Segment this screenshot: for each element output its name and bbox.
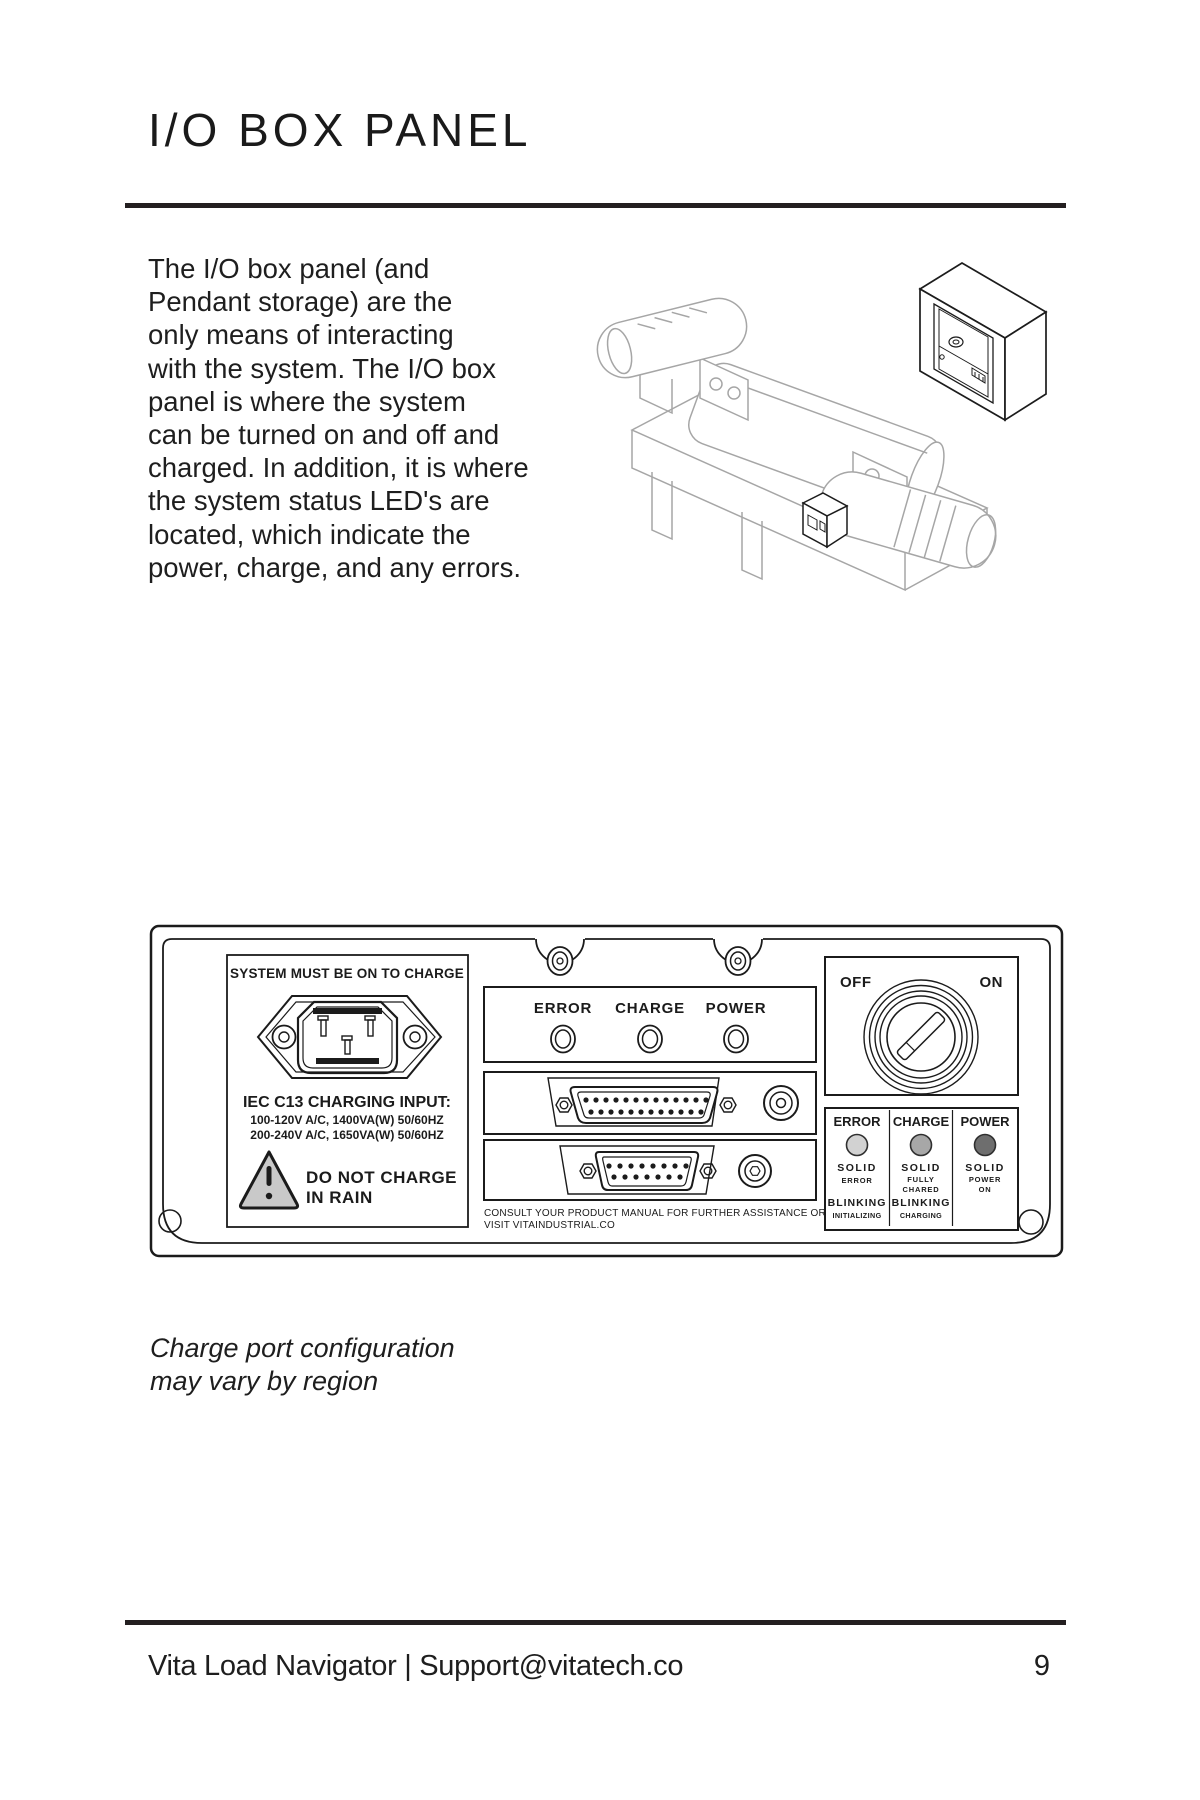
legend-error-solid-sub: ERROR <box>841 1176 872 1185</box>
warning-triangle-icon <box>238 1150 300 1210</box>
page-number: 9 <box>1033 1650 1050 1682</box>
legend-charge-header: CHARGE <box>893 1114 950 1129</box>
led-charge-label: CHARGE <box>615 1000 685 1017</box>
circular-jack-icon <box>738 1154 772 1188</box>
iec-c14-inlet-icon <box>256 995 443 1079</box>
footer-text: Vita Load Navigator | Support@vitatech.c… <box>148 1650 684 1682</box>
legend-charge-led <box>909 1133 933 1157</box>
led-power-light <box>723 1024 749 1054</box>
hex-post-icon <box>555 1097 737 1113</box>
io-box-inset <box>918 262 1048 422</box>
legend-charge-solid: SOLID <box>901 1162 941 1174</box>
charging-input-spec-2: 200-240V A/C, 1650VA(W) 50/60HZ <box>250 1128 443 1142</box>
hex-post-icon <box>579 1163 717 1179</box>
charging-input-title: IEC C13 CHARGING INPUT: <box>243 1094 451 1111</box>
panel-caption: Charge port configuration may vary by re… <box>150 1333 455 1396</box>
legend-error-solid: SOLID <box>837 1162 877 1174</box>
legend-charge-blinking-sub: CHARGING <box>900 1211 942 1220</box>
legend-table: ERROR CHARGE POWER SOLID SOLID SOLID ERR… <box>824 1107 1019 1231</box>
legend-power-solid-sub2: ON <box>979 1185 992 1194</box>
charging-input-spec-1: 100-120V A/C, 1400VA(W) 50/60HZ <box>250 1113 443 1127</box>
switch-off-label: OFF <box>840 974 872 991</box>
led-power-label: POWER <box>706 1000 767 1017</box>
led-error-light <box>550 1024 576 1054</box>
legend-divider <box>888 1110 954 1226</box>
intro-paragraph: The I/O box panel (and Pendant storage) … <box>148 253 529 583</box>
legend-power-solid-sub1: POWER <box>969 1175 1001 1184</box>
corner-hole-icon <box>158 1209 182 1233</box>
panel-footnote-line2: VISIT VITAINDUSTRIAL.CO <box>484 1220 615 1231</box>
legend-power-solid: SOLID <box>965 1162 1005 1174</box>
led-charge-light <box>637 1024 663 1054</box>
legend-error-blinking: BLINKING <box>828 1197 887 1209</box>
charge-section-box: SYSTEM MUST BE ON TO CHARGE IEC C13 C <box>226 954 469 1228</box>
db15-connector-icon <box>483 1139 817 1201</box>
footer-divider <box>125 1620 1066 1625</box>
machine-io-box <box>801 492 849 549</box>
legend-error-blinking-sub: INITIALIZING <box>832 1211 881 1220</box>
legend-charge-blinking: BLINKING <box>892 1197 951 1209</box>
panel-footnote-line1: CONSULT YOUR PRODUCT MANUAL FOR FURTHER … <box>484 1208 826 1219</box>
switch-on-label: ON <box>980 974 1004 991</box>
page-title: I/O BOX PANEL <box>148 104 532 156</box>
warning-label-line2: IN RAIN <box>306 1188 373 1207</box>
header-divider <box>125 203 1066 208</box>
mounting-screw-icon <box>713 936 763 976</box>
panel-inner-border <box>162 938 1051 1244</box>
corner-hole-icon <box>1018 1209 1044 1235</box>
db25-connector-icon <box>483 1071 817 1135</box>
legend-power-led <box>973 1133 997 1157</box>
io-panel-diagram: SYSTEM MUST BE ON TO CHARGE IEC C13 C <box>149 924 1064 1258</box>
charge-header-label: SYSTEM MUST BE ON TO CHARGE <box>230 966 464 981</box>
warning-label-line1: DO NOT CHARGE <box>306 1168 457 1187</box>
mounting-screw-icon <box>535 936 585 976</box>
legend-power-header: POWER <box>960 1114 1010 1129</box>
circular-jack-icon <box>763 1085 799 1121</box>
legend-charge-solid-sub1: FULLY <box>907 1175 934 1184</box>
legend-error-header: ERROR <box>834 1114 882 1129</box>
led-indicator-box: ERROR CHARGE POWER <box>483 986 817 1063</box>
machine-illustration <box>596 262 1048 592</box>
legend-error-led <box>845 1133 869 1157</box>
led-error-label: ERROR <box>534 1000 592 1017</box>
legend-charge-solid-sub2: CHARED <box>903 1185 940 1194</box>
key-switch-icon: OFF ON <box>824 956 1019 1096</box>
